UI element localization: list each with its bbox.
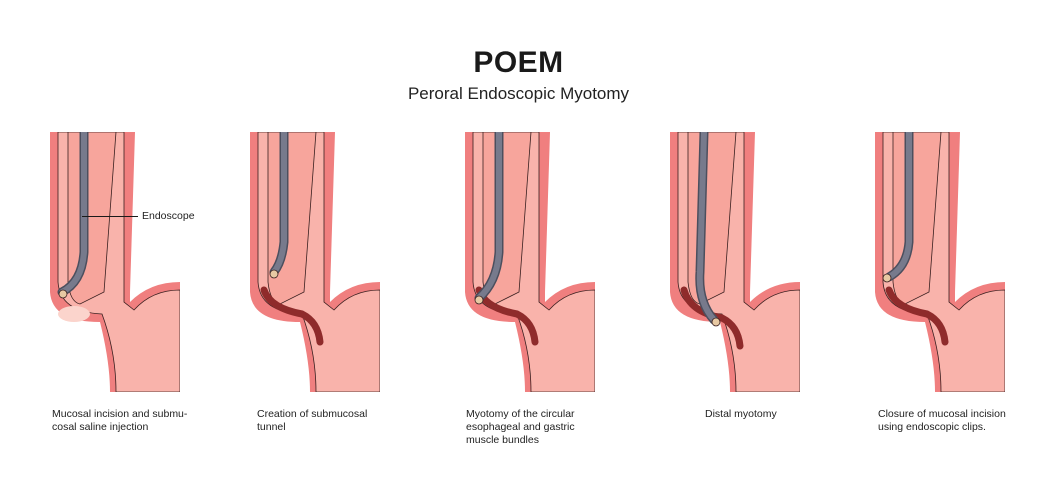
step-1-illustration [40, 132, 180, 392]
step-2-illustration [240, 132, 380, 392]
step-1-caption: Mucosal incision and submu- cosal saline… [52, 408, 188, 433]
step-4-caption: Distal myotomy [705, 408, 777, 420]
step-5-illustration [865, 132, 1005, 392]
step-5-caption: Closure of mucosal incision using endosc… [878, 408, 1006, 433]
step-2-caption: Creation of submucosal tunnel [257, 408, 368, 433]
endoscope-label: Endoscope [142, 210, 195, 222]
diagram-subtitle: Peroral Endoscopic Myotomy [407, 84, 630, 103]
step-4-illustration [660, 132, 800, 392]
endoscope-leader-line [82, 216, 138, 217]
step-3-illustration [455, 132, 595, 392]
step-3-caption: Myotomy of the circular esophageal and g… [466, 408, 575, 446]
diagram-title: POEM [473, 46, 564, 79]
